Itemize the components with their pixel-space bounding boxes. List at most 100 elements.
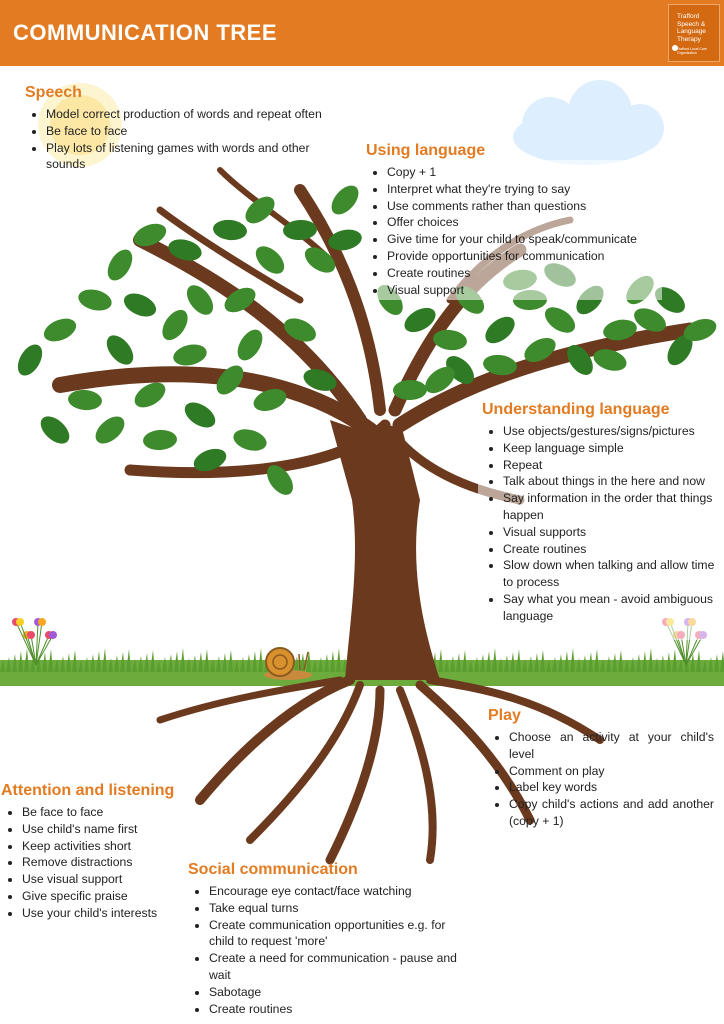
bullet-item: Use objects/gestures/signs/pictures (503, 423, 722, 440)
grass-blade (582, 655, 587, 672)
leaf (213, 219, 247, 241)
leaf (655, 287, 685, 313)
header-bar: COMMUNICATION TREE Trafford Speech & Lan… (0, 0, 724, 66)
leaf (68, 389, 102, 411)
bullet-item: Say information in the order that things… (503, 490, 722, 524)
grass-blade (138, 656, 143, 672)
grass-blade (240, 657, 245, 672)
grass-blade (492, 648, 497, 672)
leaf (544, 307, 576, 333)
tree-root (325, 685, 385, 865)
grass-blade (690, 653, 695, 672)
leaf (233, 429, 267, 451)
tree-branch (133, 233, 367, 427)
grass-blade (714, 654, 719, 672)
flower-stem (19, 621, 37, 666)
grass-blade (48, 649, 53, 672)
bullet-list: Model correct production of words and re… (25, 106, 325, 173)
leaf (485, 316, 515, 344)
snail-icon (264, 647, 312, 680)
grass-blade (462, 650, 467, 672)
flower-head (27, 631, 35, 639)
bullet-list: Use objects/gestures/signs/picturesKeep … (482, 423, 722, 625)
leaf (95, 416, 125, 444)
grass-blade (60, 656, 65, 672)
bullet-item: Provide opportunities for communication (387, 248, 666, 265)
grass-blade (570, 648, 575, 672)
bullet-item: Encourage eye contact/face watching (209, 883, 473, 900)
grass-blade (618, 650, 623, 672)
bullet-item: Keep language simple (503, 440, 722, 457)
leaf (393, 379, 427, 401)
grass-blade (204, 649, 209, 672)
grass-blade (84, 657, 89, 672)
section-title: Speech (25, 84, 82, 101)
grass-blade (168, 654, 173, 672)
sun-icon (38, 83, 122, 167)
flower-stem (30, 634, 37, 666)
grass-blade (468, 660, 473, 672)
grass-blade (342, 658, 347, 672)
bullet-item: Create routines (387, 265, 666, 282)
grass-blade (126, 649, 131, 672)
flower-stem (685, 634, 704, 666)
logo-line: Speech & (677, 20, 706, 28)
tree-root (246, 681, 364, 844)
bullet-item: Give specific praise (22, 888, 201, 905)
grass-blade (180, 648, 185, 672)
tree-root (195, 675, 355, 805)
bullet-item: Offer choices (387, 214, 666, 231)
section-title: Attention and listening (1, 782, 175, 799)
bullet-item: Be face to face (46, 123, 325, 140)
grass-blade (330, 651, 335, 672)
grass-blade (588, 652, 593, 672)
bullet-item: Be face to face (22, 804, 201, 821)
tree-branch (392, 322, 698, 433)
leaf (425, 366, 455, 394)
grass-blade (708, 657, 713, 672)
grass-blade (192, 655, 197, 672)
leaf (331, 185, 359, 215)
leaf (193, 448, 227, 472)
grass-blade (576, 658, 581, 672)
grass-blade (552, 657, 557, 672)
bullet-item: Choose an activity at your child's level (509, 729, 714, 763)
leaf (433, 329, 467, 351)
grass-blade (78, 660, 83, 672)
leaf (253, 389, 287, 411)
flower-head (49, 631, 57, 639)
bullet-item: Slow down when talking and allow time to… (503, 557, 722, 591)
grass-blade (702, 660, 707, 672)
grass-blade (450, 656, 455, 672)
flower-stem (35, 634, 54, 666)
leaf (483, 354, 517, 376)
leaf (186, 285, 214, 315)
grass-blade (528, 656, 533, 672)
leaf (17, 344, 43, 376)
grass-blade (486, 651, 491, 672)
grass-blade (456, 653, 461, 672)
grass-blade (174, 651, 179, 672)
grass-blade (36, 655, 41, 672)
tree-root (426, 676, 604, 744)
leaf (404, 307, 436, 333)
leaf (328, 229, 362, 251)
tree-branch (156, 206, 304, 304)
leaf (107, 249, 133, 281)
bullet-item: Use child's name first (22, 821, 201, 838)
bullet-item: Use visual support (22, 871, 201, 888)
leaf (284, 318, 316, 342)
leaf (303, 369, 337, 391)
text-backdrop (362, 160, 662, 300)
leaf (603, 319, 637, 341)
leaf (162, 309, 188, 341)
bullet-item: Sabotage (209, 984, 473, 1001)
flower-stem (15, 621, 37, 666)
flower-head (38, 618, 46, 626)
grass-blade (12, 654, 17, 672)
grass-blade (624, 660, 629, 672)
grass-blade (516, 649, 521, 672)
bullet-item: Create routines (503, 541, 722, 558)
section-title: Using language (366, 142, 486, 159)
flower-stem (35, 621, 39, 666)
